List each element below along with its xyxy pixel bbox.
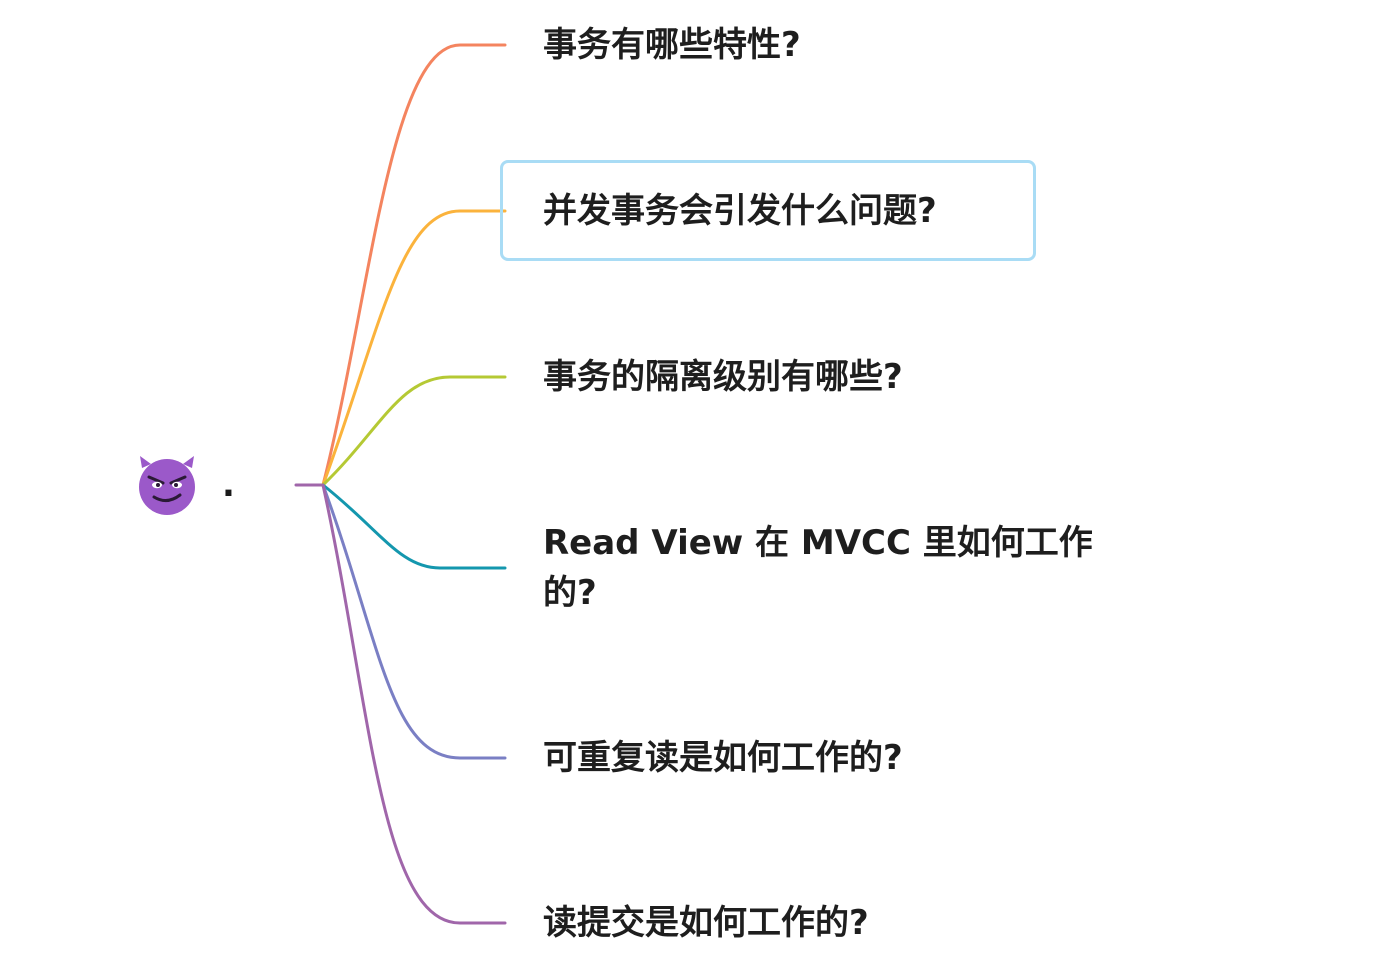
connector-branch-6 bbox=[321, 483, 507, 925]
root-node[interactable]: . bbox=[136, 454, 235, 516]
connector-branch-5 bbox=[321, 483, 507, 760]
root-label: . bbox=[222, 465, 235, 505]
node-isolation-levels[interactable]: 事务的隔离级别有哪些? bbox=[543, 357, 903, 397]
node-concurrency-problems[interactable]: 并发事务会引发什么问题? bbox=[543, 191, 937, 231]
connector-branch-1 bbox=[321, 43, 507, 487]
connector-branch-3 bbox=[321, 375, 507, 487]
connector-branch-4 bbox=[321, 483, 507, 570]
node-read-committed[interactable]: 读提交是如何工作的? bbox=[543, 903, 869, 943]
connector-branch-2 bbox=[321, 209, 507, 487]
node-repeatable-read[interactable]: 可重复读是如何工作的? bbox=[543, 738, 903, 778]
node-read-view-mvcc[interactable]: Read View 在 MVCC 里如何工作的? bbox=[543, 523, 1093, 613]
node-transaction-properties[interactable]: 事务有哪些特性? bbox=[543, 25, 801, 65]
smiling-devil-icon bbox=[139, 456, 195, 515]
